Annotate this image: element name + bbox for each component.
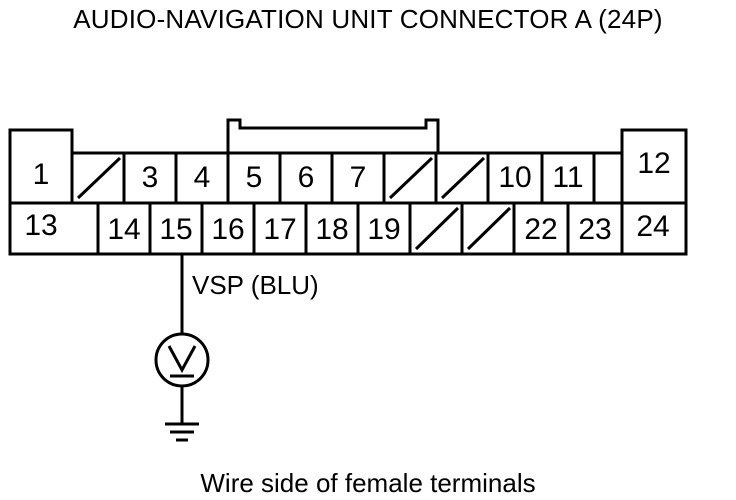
pin-13: 13 <box>24 209 57 242</box>
empty-cavity-8 <box>388 156 434 200</box>
pin-14: 14 <box>107 213 140 246</box>
pin-11: 11 <box>552 161 583 194</box>
pin-15: 15 <box>159 213 192 246</box>
pin-3: 3 <box>142 161 159 194</box>
diagram-title: AUDIO-NAVIGATION UNIT CONNECTOR A (24P) <box>73 4 663 34</box>
pin-19: 19 <box>367 213 400 246</box>
empty-cavity-20 <box>414 206 460 251</box>
pin-4: 4 <box>194 161 211 194</box>
pin-12: 12 <box>637 147 670 180</box>
diagram-caption: Wire side of female terminals <box>200 468 536 498</box>
pin-7: 7 <box>350 161 367 194</box>
wire-label: VSP (BLU) <box>192 270 319 300</box>
voltmeter-icon <box>154 332 210 388</box>
pin-5: 5 <box>246 161 263 194</box>
ground-icon <box>165 422 199 442</box>
connector-lock-tab <box>226 118 440 153</box>
pin-1: 1 <box>33 158 50 191</box>
pin-22: 22 <box>524 213 557 246</box>
empty-cavity-2 <box>76 156 122 200</box>
pin-10: 10 <box>498 161 531 194</box>
pin-17: 17 <box>263 213 296 246</box>
empty-cavity-9 <box>440 156 486 200</box>
pin-24: 24 <box>636 210 669 243</box>
pin-16: 16 <box>211 213 244 246</box>
pin-18: 18 <box>315 213 348 246</box>
pin-6: 6 <box>298 161 315 194</box>
empty-cavity-21 <box>466 206 512 251</box>
connector-body <box>8 128 688 256</box>
pin-23: 23 <box>578 213 611 246</box>
